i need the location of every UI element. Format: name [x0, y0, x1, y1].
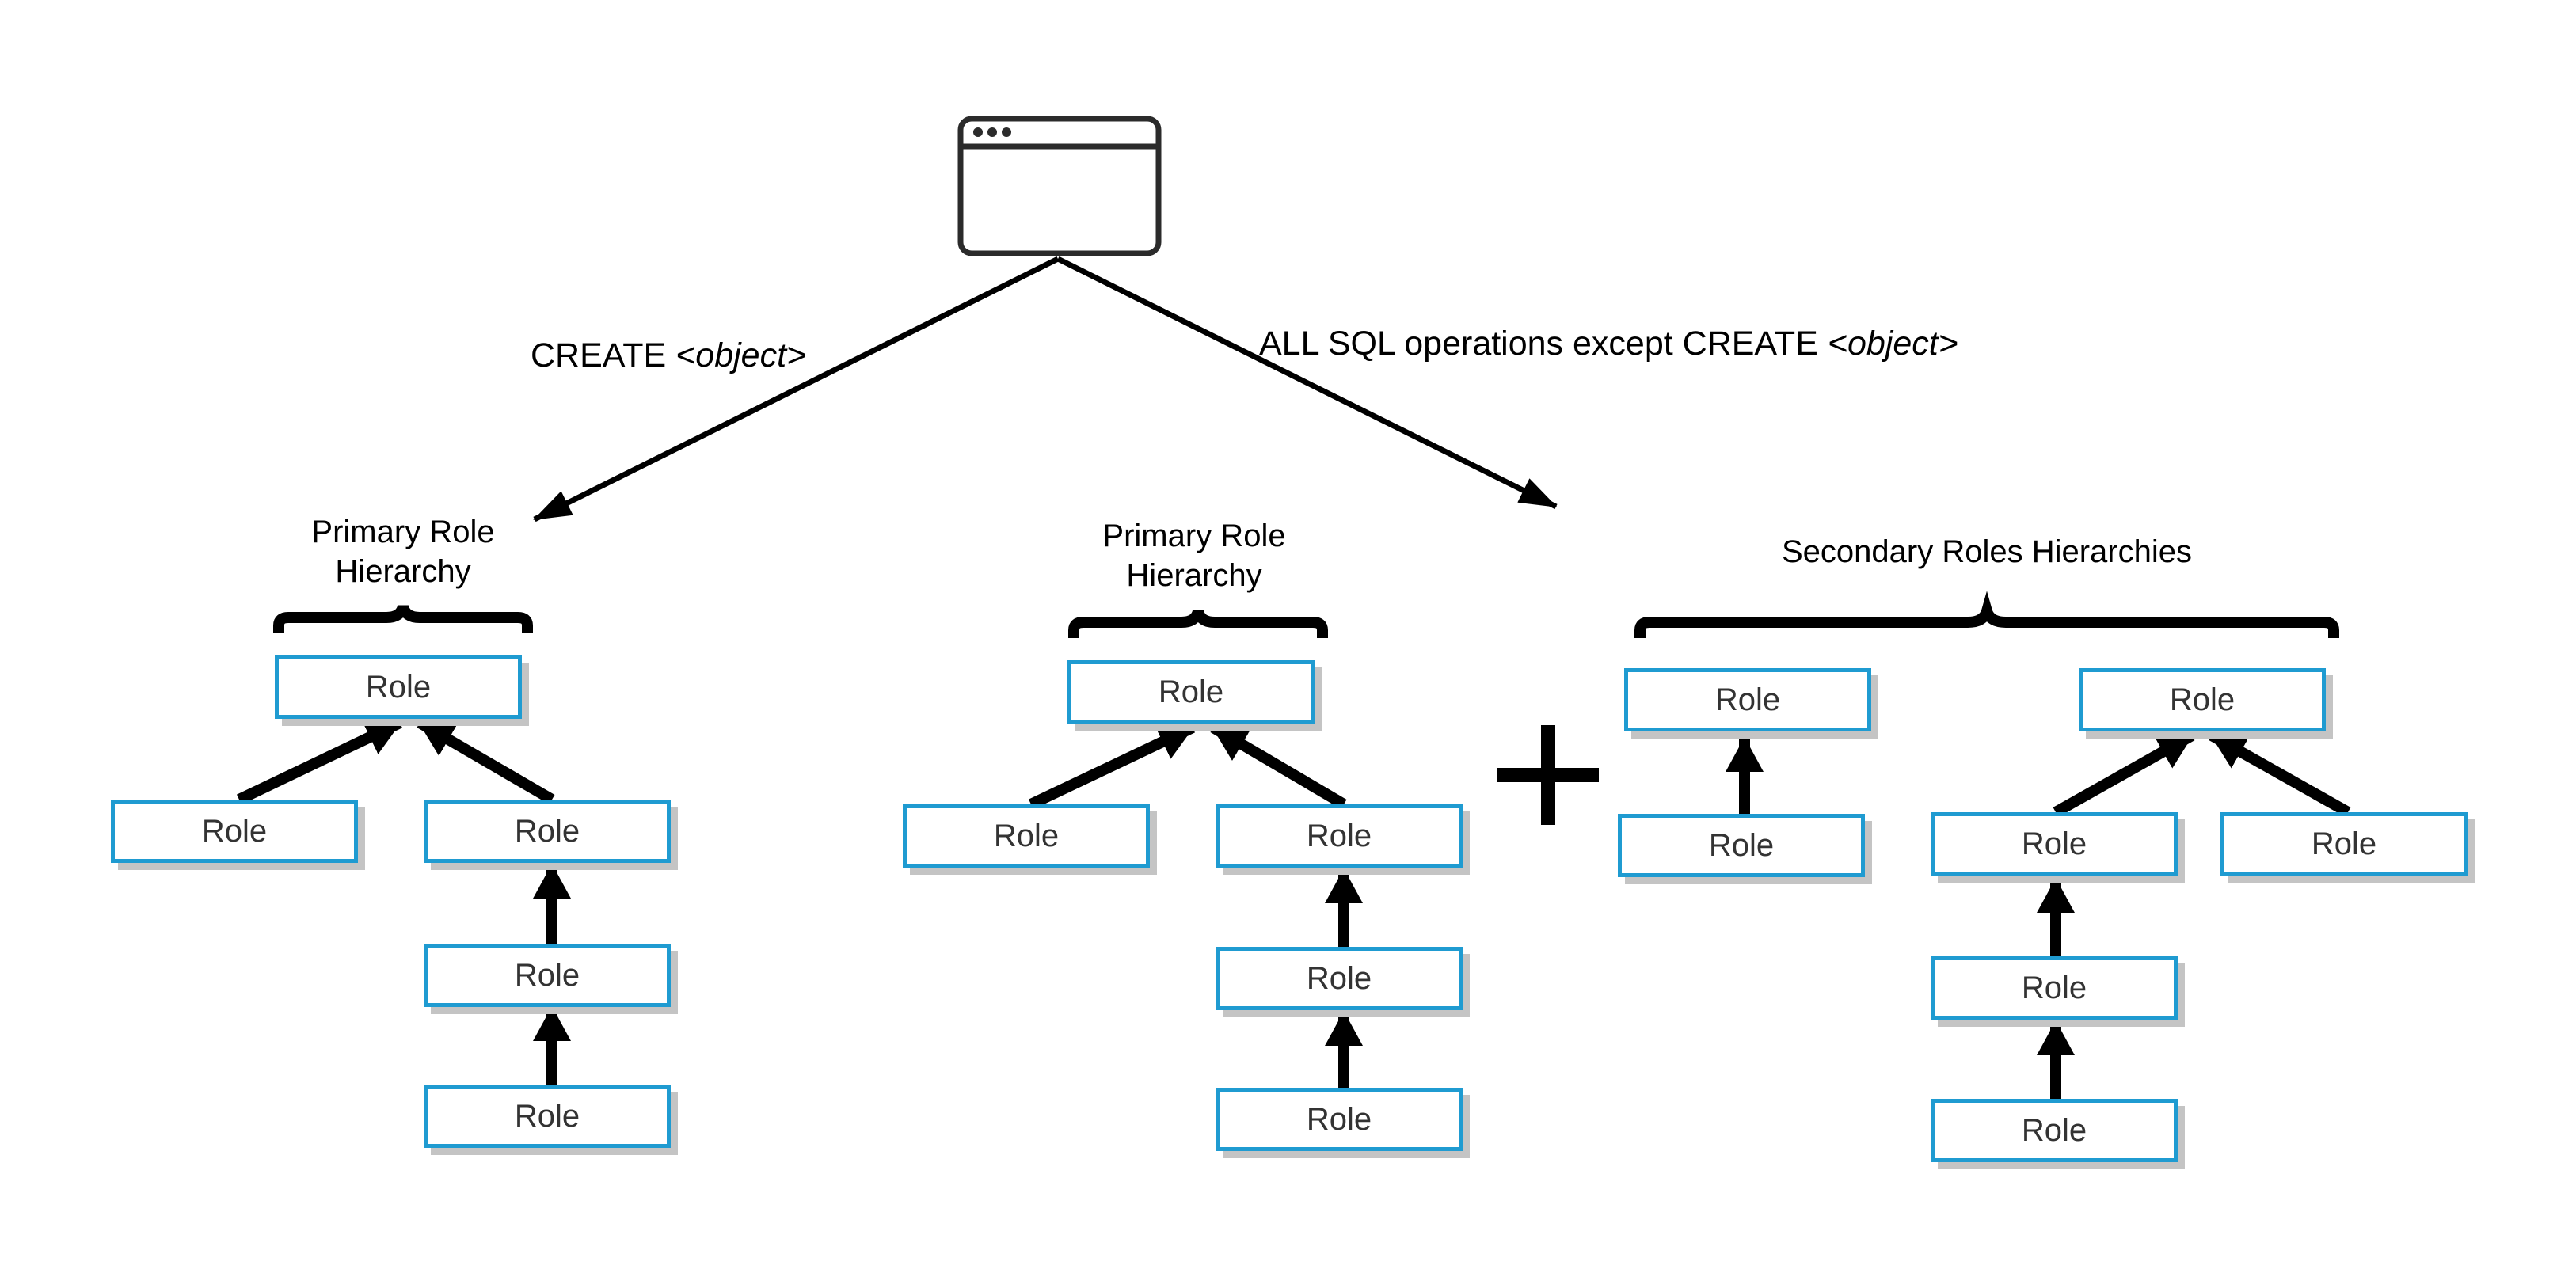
plus-operator	[1497, 725, 1599, 825]
role-box: Role	[1067, 660, 1315, 724]
role-box: Role	[111, 800, 358, 863]
role-box: Role	[2220, 812, 2468, 876]
hierarchy-arrows	[236, 717, 2351, 1099]
role-box: Role	[1216, 804, 1463, 868]
role-box: Role	[424, 1085, 671, 1148]
other-operations-edge-text: ALL SQL operations except CREATE	[1259, 325, 1828, 363]
role-box: Role	[1618, 814, 1865, 877]
role-box: Role	[1624, 668, 1871, 731]
primary-1-title: Primary Role Hierarchy	[284, 512, 522, 591]
role-box: Role	[1931, 812, 2178, 876]
primary-1-title-line1: Primary Role	[311, 515, 495, 549]
create-edge-label: CREATE <object>	[531, 336, 806, 375]
role-box: Role	[1931, 1099, 2178, 1162]
role-box: Role	[1216, 947, 1463, 1010]
primary-2-title: Primary Role Hierarchy	[1075, 516, 1313, 595]
create-edge-text: CREATE	[531, 336, 676, 374]
secondary-title: Secondary Roles Hierarchies	[1781, 534, 2192, 569]
role-box: Role	[275, 655, 522, 719]
primary-2-title-line2: Hierarchy	[1126, 558, 1262, 593]
create-edge-object: <object>	[675, 336, 807, 374]
primary-1-title-line2: Hierarchy	[335, 554, 471, 589]
other-operations-edge-arrow	[1056, 256, 1558, 510]
browser-window-icon	[957, 116, 1162, 256]
primary-1-brace	[273, 605, 533, 633]
primary-2-brace	[1068, 610, 1328, 638]
role-box: Role	[424, 944, 671, 1007]
role-box: Role	[1216, 1088, 1463, 1151]
create-edge-arrow	[533, 256, 1060, 522]
other-operations-edge-label: ALL SQL operations except CREATE <object…	[1259, 325, 1958, 363]
primary-2-title-line1: Primary Role	[1102, 519, 1286, 553]
role-box: Role	[2079, 668, 2326, 731]
role-box: Role	[424, 800, 671, 863]
role-box: Role	[1931, 956, 2178, 1020]
plus-operator-text: +	[1497, 716, 1600, 827]
other-operations-edge-object: <object>	[1827, 325, 1958, 363]
role-box: Role	[903, 804, 1150, 868]
secondary-brace	[1634, 591, 2339, 638]
